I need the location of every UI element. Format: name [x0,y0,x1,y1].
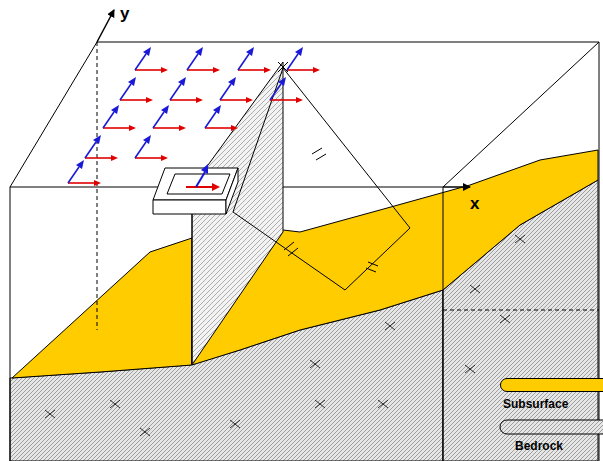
arrow-head [195,47,203,56]
flow-arrow [85,142,96,158]
arrow-head [278,77,286,86]
flow-arrow [170,84,181,100]
arrow-head [161,155,168,161]
flow-arrow [287,69,313,71]
flow-arrow [270,84,281,100]
flow-arrow [68,167,79,183]
legend-text: Subsurface [503,397,568,411]
flow-arrow [135,69,161,71]
flow-arrow [103,112,114,128]
arrow-head [196,97,203,103]
arrow-head [111,105,119,114]
arrow-head [111,155,118,161]
arrow-head [313,67,320,73]
flow-arrow [220,84,231,100]
flow-arrow [287,54,298,70]
arrow-head [129,125,136,131]
arrow-head [231,125,238,131]
arrow-head [213,105,221,114]
flow-arrow [170,99,196,101]
legend-text: Bedrock [515,439,563,453]
flow-arrow [153,127,179,129]
flow-arrow [270,99,296,101]
arrow-head [143,47,151,56]
flow-arrow [135,157,161,159]
flow-arrow [238,54,249,70]
axis-label: x [470,194,479,214]
flow-arrow [120,99,146,101]
arrow-head [179,125,186,131]
flow-arrow [135,54,146,70]
flow-arrow [187,69,213,71]
arrow-head [246,47,254,56]
legend-swatch [500,378,603,392]
flow-arrow [103,127,129,129]
flow-arrow [85,157,111,159]
bedrock-swatch [500,420,603,434]
arrow-head [93,135,101,144]
axis-label: y [120,4,129,24]
flow-arrow [153,112,164,128]
flow-arrow [220,99,246,101]
arrow-head [295,47,303,56]
flow-arrow [238,69,264,71]
arrow-head [161,67,168,73]
arrow-head [128,77,136,86]
arrow-head [228,77,236,86]
arrow-head [246,97,253,103]
flow-arrow [68,182,94,184]
flow-arrow [187,54,198,70]
arrow-head [161,105,169,114]
arrow-head [296,97,303,103]
flow-arrow [120,84,131,100]
arrow-head [146,97,153,103]
flow-arrow [135,142,146,158]
arrow-head [143,135,151,144]
flow-arrow [205,112,216,128]
arrow-head [94,180,101,186]
arrow-head [178,77,186,86]
arrow-head [264,67,271,73]
arrow-head [213,67,220,73]
arrow-head [76,160,84,169]
flow-arrow [205,127,231,129]
